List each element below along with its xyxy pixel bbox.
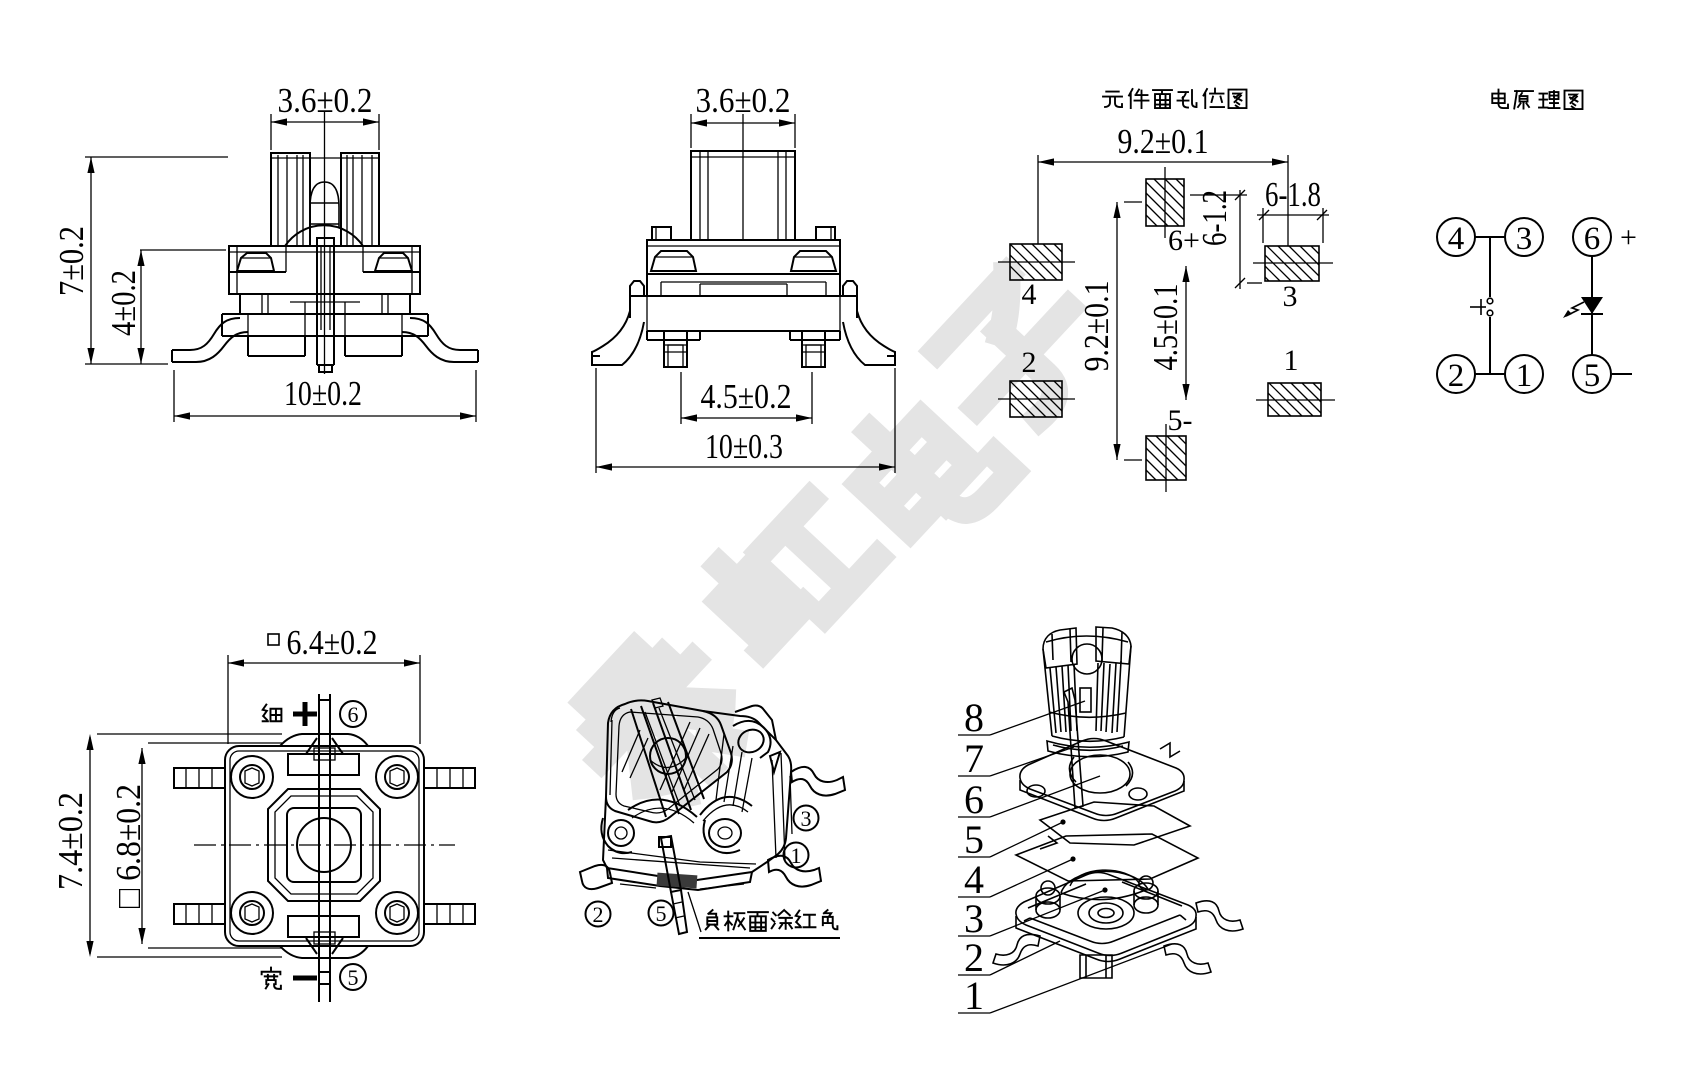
svg-text:8: 8 (964, 695, 984, 740)
svg-text:6-1.8: 6-1.8 (1265, 175, 1321, 214)
svg-text:4: 4 (1022, 278, 1037, 311)
svg-text:2: 2 (593, 902, 604, 927)
svg-text:5: 5 (1584, 358, 1601, 394)
svg-text:6-1.2: 6-1.2 (1195, 190, 1234, 246)
svg-text:4.5±0.2: 4.5±0.2 (701, 377, 792, 416)
svg-text:6+: 6+ (1168, 224, 1200, 257)
svg-text:2: 2 (1022, 346, 1037, 379)
svg-text:4: 4 (964, 857, 984, 902)
svg-text:1: 1 (964, 973, 984, 1018)
svg-text:+: + (1620, 221, 1637, 254)
svg-text:4±0.2: 4±0.2 (104, 270, 143, 336)
svg-text:6: 6 (964, 777, 984, 822)
svg-text:4.5±0.1: 4.5±0.1 (1146, 284, 1185, 371)
svg-text:1: 1 (1284, 344, 1299, 377)
svg-text:5: 5 (348, 965, 359, 990)
svg-text:□ 6.8±0.2: □ 6.8±0.2 (109, 784, 148, 908)
svg-text:4: 4 (1448, 221, 1465, 257)
svg-text:6: 6 (1584, 221, 1601, 257)
svg-text:3: 3 (1516, 221, 1533, 257)
svg-text:7±0.2: 7±0.2 (52, 226, 91, 296)
svg-text:3: 3 (801, 806, 812, 831)
svg-text:1: 1 (1516, 358, 1533, 394)
svg-text:2: 2 (1448, 358, 1465, 394)
svg-text:9.2±0.1: 9.2±0.1 (1118, 122, 1209, 161)
svg-text:7: 7 (964, 736, 984, 781)
svg-text:10±0.3: 10±0.3 (705, 427, 783, 466)
svg-text:6: 6 (348, 702, 359, 727)
svg-text:3: 3 (964, 896, 984, 941)
svg-text:3: 3 (1283, 280, 1298, 313)
svg-text:6.4±0.2: 6.4±0.2 (287, 623, 378, 662)
svg-text:1: 1 (791, 843, 802, 868)
svg-text:9.2±0.1: 9.2±0.1 (1077, 281, 1116, 372)
svg-text:5: 5 (964, 817, 984, 862)
svg-text:2: 2 (964, 935, 984, 980)
svg-text:5: 5 (656, 901, 667, 926)
svg-text:7.4±0.2: 7.4±0.2 (51, 792, 90, 890)
svg-text:3.6±0.2: 3.6±0.2 (696, 81, 791, 120)
svg-text:5-: 5- (1168, 404, 1193, 437)
svg-text:10±0.2: 10±0.2 (284, 374, 362, 413)
